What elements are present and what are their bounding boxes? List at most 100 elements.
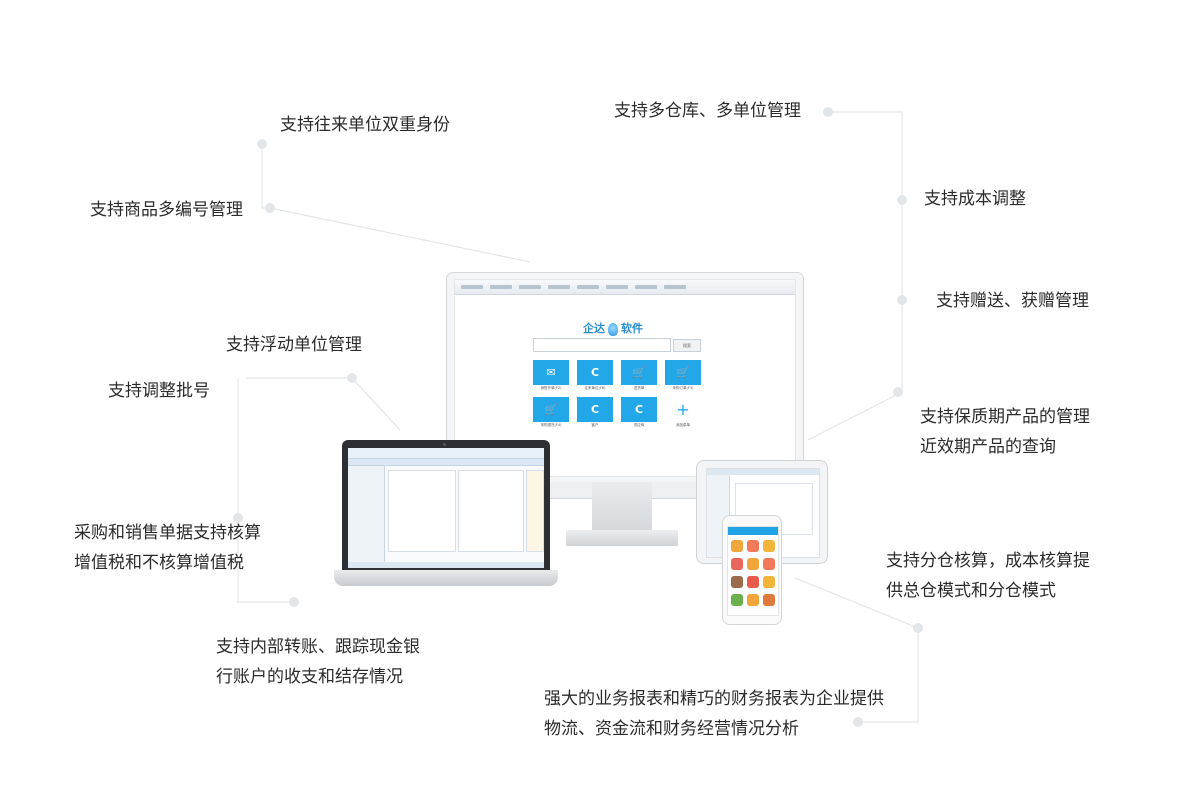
dot-marker bbox=[347, 373, 357, 383]
feature-text: 支持多仓库、多单位管理 bbox=[614, 101, 801, 121]
phone-app-icon[interactable] bbox=[731, 576, 743, 588]
feature-vat: 采购和销售单据支持核算 增值税和不核算增值税 bbox=[74, 518, 261, 578]
phone-app-icon[interactable] bbox=[747, 576, 759, 588]
bulb-icon bbox=[608, 322, 618, 336]
tile-label: 供应商 bbox=[633, 423, 645, 427]
feature-text: 增值税和不核算增值税 bbox=[74, 553, 244, 573]
laptop-detail-pane bbox=[458, 470, 524, 552]
feature-gift: 支持赠送、获赠管理 bbox=[936, 286, 1089, 316]
tile-4[interactable]: 🛒采购退货(F4) bbox=[533, 397, 569, 428]
plus-icon: + bbox=[665, 397, 701, 422]
monitor-base bbox=[566, 530, 678, 546]
feature-text: 近效期产品的查询 bbox=[920, 437, 1056, 457]
phone-app-icon[interactable] bbox=[763, 594, 775, 606]
feature-text: 采购和销售单据支持核算 bbox=[74, 523, 261, 543]
cart-icon: 🛒 bbox=[621, 360, 657, 385]
phone-screen bbox=[727, 526, 779, 616]
feature-floating-unit: 支持浮动单位管理 bbox=[226, 330, 362, 360]
feature-text: 供总仓模式和分仓模式 bbox=[886, 581, 1056, 601]
dot-marker bbox=[897, 195, 907, 205]
laptop-status-bar bbox=[348, 562, 544, 568]
feature-text: 支持赠送、获赠管理 bbox=[936, 291, 1089, 311]
phone-app-icon[interactable] bbox=[747, 540, 759, 552]
phone-header bbox=[728, 527, 778, 535]
feature-text: 支持保质期产品的管理 bbox=[920, 407, 1090, 427]
tile-label: 往来单位(F6) bbox=[584, 386, 606, 390]
feature-reports: 强大的业务报表和精巧的财务报表为企业提供 物流、资金流和财务经营情况分析 bbox=[544, 684, 884, 744]
dot-marker bbox=[823, 107, 833, 117]
cart-icon: 🛒 bbox=[665, 360, 701, 385]
logo-text-left: 企达 bbox=[583, 322, 605, 335]
dot-marker bbox=[897, 295, 907, 305]
tile-3[interactable]: 🛒采购订单(F3) bbox=[665, 360, 701, 391]
feature-branch-accounting: 支持分仓核算，成本核算提 供总仓模式和分仓模式 bbox=[886, 546, 1090, 606]
phone-app-icon[interactable] bbox=[731, 540, 743, 552]
cart-icon: 🛒 bbox=[533, 397, 569, 422]
feature-text: 支持浮动单位管理 bbox=[226, 335, 362, 355]
phone-app-grid bbox=[728, 535, 778, 611]
feature-text: 支持往来单位双重身份 bbox=[280, 115, 450, 135]
tile-2[interactable]: 🛒进货单 bbox=[621, 360, 657, 391]
feature-transfer: 支持内部转账、跟踪现金银 行账户的收支和结存情况 bbox=[216, 632, 420, 692]
feature-text: 支持分仓核算，成本核算提 bbox=[886, 551, 1090, 571]
laptop-base bbox=[334, 570, 558, 586]
tile-label: 采购订单(F3) bbox=[672, 386, 694, 390]
phone-app-icon[interactable] bbox=[763, 576, 775, 588]
feature-batch-adjust: 支持调整批号 bbox=[108, 376, 210, 406]
phone bbox=[722, 515, 782, 625]
dot-marker bbox=[893, 387, 903, 397]
phone-app-icon[interactable] bbox=[747, 558, 759, 570]
tile-label: 销售开单(F2) bbox=[540, 386, 562, 390]
monitor-stand bbox=[592, 482, 652, 530]
feature-text: 支持商品多编号管理 bbox=[90, 200, 243, 220]
search-button[interactable]: 搜索 bbox=[673, 339, 701, 352]
dot-marker bbox=[913, 623, 923, 633]
feature-text: 支持内部转账、跟踪现金银 bbox=[216, 637, 420, 657]
feature-multi-code: 支持商品多编号管理 bbox=[90, 195, 243, 225]
logo-c-icon: C bbox=[577, 360, 613, 385]
tile-label: 采购退货(F4) bbox=[540, 423, 562, 427]
camera-icon bbox=[443, 443, 446, 446]
feature-text: 支持调整批号 bbox=[108, 381, 210, 401]
laptop-side-pane bbox=[526, 470, 544, 552]
feature-dual-identity: 支持往来单位双重身份 bbox=[280, 110, 450, 140]
logo-c-icon: C bbox=[621, 397, 657, 422]
laptop-sidebar bbox=[348, 466, 385, 568]
phone-app-icon[interactable] bbox=[731, 594, 743, 606]
laptop-list-pane bbox=[388, 470, 456, 552]
laptop-title-bar bbox=[348, 448, 544, 459]
chat-icon: ✉ bbox=[533, 360, 569, 385]
laptop-toolbar bbox=[348, 459, 544, 466]
phone-app-icon[interactable] bbox=[763, 558, 775, 570]
dot-marker bbox=[265, 203, 275, 213]
menu-bar bbox=[455, 280, 795, 295]
search-input[interactable] bbox=[533, 338, 671, 352]
phone-app-icon[interactable] bbox=[731, 558, 743, 570]
tile-0[interactable]: ✉销售开单(F2) bbox=[533, 360, 569, 391]
tablet-header bbox=[707, 469, 819, 475]
feature-cost-adjust: 支持成本调整 bbox=[924, 184, 1026, 214]
feature-multi-warehouse: 支持多仓库、多单位管理 bbox=[614, 96, 801, 126]
laptop-screen bbox=[348, 448, 544, 568]
phone-app-icon[interactable] bbox=[763, 540, 775, 552]
tile-7[interactable]: +添加菜单 bbox=[665, 397, 701, 428]
logo-text-right: 软件 bbox=[621, 322, 643, 335]
logo-c-icon: C bbox=[577, 397, 613, 422]
app-logo: 企达 软件 bbox=[583, 320, 643, 336]
tile-label: 进货单 bbox=[633, 386, 645, 390]
tile-label: 添加菜单 bbox=[676, 423, 690, 427]
feature-text: 强大的业务报表和精巧的财务报表为企业提供 bbox=[544, 689, 884, 709]
laptop bbox=[342, 440, 550, 570]
feature-text: 行账户的收支和结存情况 bbox=[216, 667, 403, 687]
phone-app-icon[interactable] bbox=[747, 594, 759, 606]
dot-marker bbox=[233, 513, 243, 523]
feature-shelf-life: 支持保质期产品的管理 近效期产品的查询 bbox=[920, 402, 1090, 462]
feature-text: 物流、资金流和财务经营情况分析 bbox=[544, 719, 799, 739]
dot-marker bbox=[289, 597, 299, 607]
tile-label: 客户 bbox=[591, 423, 599, 427]
